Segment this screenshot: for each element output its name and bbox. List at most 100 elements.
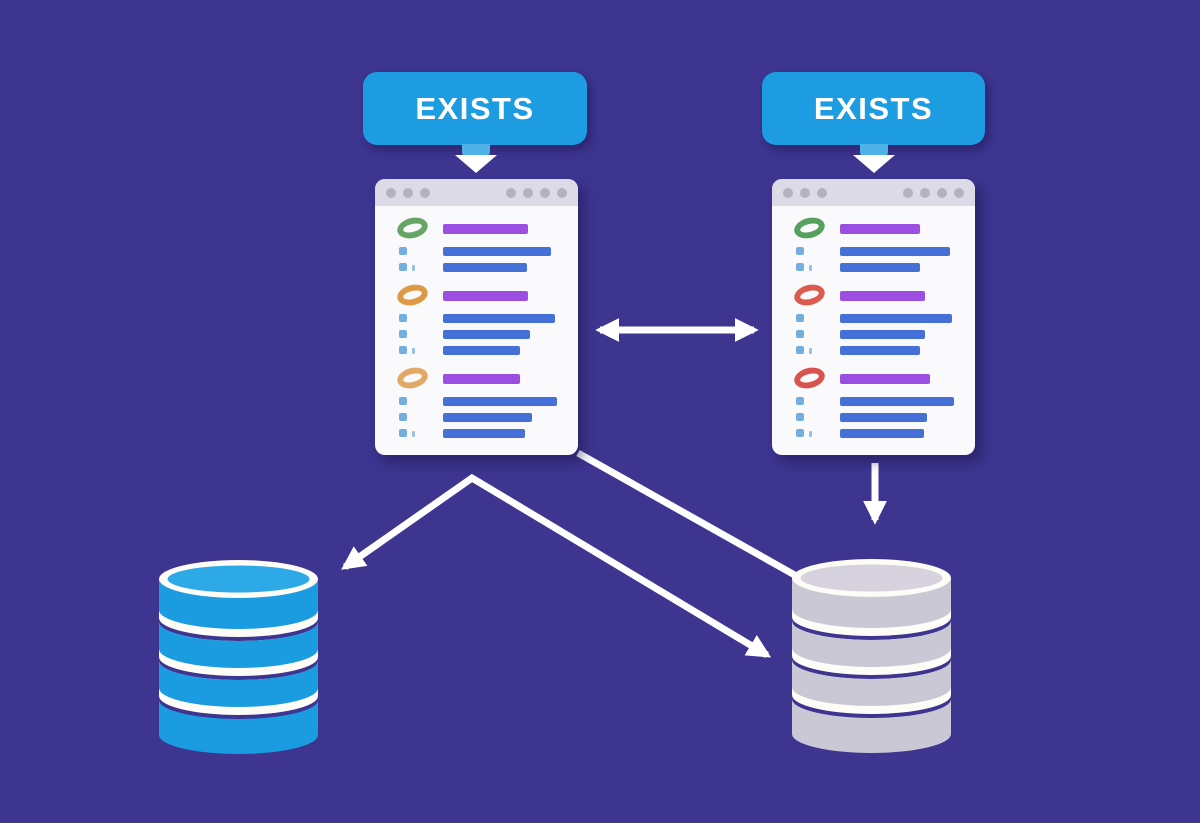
code-block — [395, 281, 568, 358]
db-top-face — [800, 564, 943, 592]
window-dot — [954, 187, 964, 198]
code-line — [397, 409, 568, 425]
bullet-square — [399, 397, 407, 405]
line-window-left-to-db-gray — [576, 449, 802, 582]
code-line — [794, 310, 965, 326]
code-line — [794, 425, 965, 441]
code-line — [794, 409, 965, 425]
header-bar — [443, 291, 528, 301]
code-line — [397, 310, 568, 326]
code-bar — [443, 247, 551, 256]
header-bar — [840, 224, 920, 234]
red-ring-icon — [792, 364, 827, 392]
window-dot — [557, 187, 567, 198]
query-window-right — [772, 179, 975, 455]
code-bar — [443, 413, 532, 422]
window-dot — [403, 187, 413, 198]
code-line — [397, 393, 568, 409]
bullet-tick — [412, 348, 415, 354]
bullet-square — [399, 346, 407, 354]
window-dot — [540, 187, 550, 198]
window-dot — [783, 187, 793, 198]
header-bar — [443, 374, 520, 384]
code-bar — [443, 263, 527, 272]
bullet-square — [796, 263, 804, 271]
exists-label-right: EXISTS — [762, 72, 985, 145]
code-block-header — [792, 364, 965, 392]
header-bar — [840, 374, 930, 384]
green-ring-icon — [395, 214, 430, 242]
bullet-square — [796, 413, 804, 421]
code-line — [794, 393, 965, 409]
code-line — [794, 326, 965, 342]
code-line — [794, 259, 965, 275]
code-bar — [443, 397, 557, 406]
code-line — [397, 326, 568, 342]
code-block-header — [395, 214, 568, 242]
bullet-square — [399, 330, 407, 338]
code-bar — [443, 346, 520, 355]
code-bar — [840, 397, 954, 406]
db-top-face — [167, 565, 310, 593]
code-block — [395, 214, 568, 275]
code-block — [792, 281, 965, 358]
code-block-header — [792, 214, 965, 242]
code-lines-area — [772, 206, 975, 441]
window-dot — [800, 187, 810, 198]
bullet-square — [399, 263, 407, 271]
exists-label-left: EXISTS — [363, 72, 587, 145]
code-bar — [840, 429, 924, 438]
exists-right-stem — [860, 144, 888, 157]
bullet-tick — [412, 431, 415, 437]
code-bar — [840, 263, 920, 272]
arrow-down-icon — [853, 155, 895, 173]
window-dot — [386, 187, 396, 198]
code-lines-area — [375, 206, 578, 441]
window-dot — [523, 187, 533, 198]
query-window-left — [375, 179, 578, 455]
red-ring-icon — [792, 281, 827, 309]
window-dot — [506, 187, 516, 198]
exists-label-right-text: EXISTS — [813, 90, 934, 126]
arrow-bidirectional-databases — [341, 473, 772, 659]
green-ring-icon — [792, 214, 827, 242]
code-line — [397, 259, 568, 275]
code-block — [792, 214, 965, 275]
code-block — [395, 364, 568, 441]
code-block-header — [792, 281, 965, 309]
header-bar — [840, 291, 925, 301]
code-bar — [443, 330, 530, 339]
bullet-square — [796, 397, 804, 405]
code-bar — [840, 247, 950, 256]
window-dot — [903, 187, 913, 198]
window-titlebar — [772, 179, 975, 206]
bullet-square — [796, 247, 804, 255]
code-bar — [840, 413, 927, 422]
orange-ring-icon — [395, 364, 430, 392]
code-bar — [840, 346, 920, 355]
code-block — [792, 364, 965, 441]
orange-ring-icon — [395, 281, 430, 309]
code-bar — [443, 429, 525, 438]
code-line — [794, 243, 965, 259]
bullet-square — [399, 429, 407, 437]
code-bar — [443, 314, 555, 323]
bullet-tick — [809, 265, 812, 271]
bullet-square — [399, 247, 407, 255]
exists-label-left-text: EXISTS — [415, 90, 535, 126]
bullet-square — [796, 346, 804, 354]
code-bar — [840, 330, 925, 339]
db-bottom-disk — [159, 700, 318, 754]
bullet-tick — [809, 431, 812, 437]
window-dot — [937, 187, 947, 198]
bullet-square — [796, 429, 804, 437]
bullet-tick — [412, 265, 415, 271]
header-bar — [443, 224, 528, 234]
code-block-header — [395, 364, 568, 392]
bullet-square — [399, 314, 407, 322]
window-titlebar — [375, 179, 578, 206]
window-dot — [920, 187, 930, 198]
db-bottom-disk — [792, 699, 951, 753]
code-line — [794, 342, 965, 358]
